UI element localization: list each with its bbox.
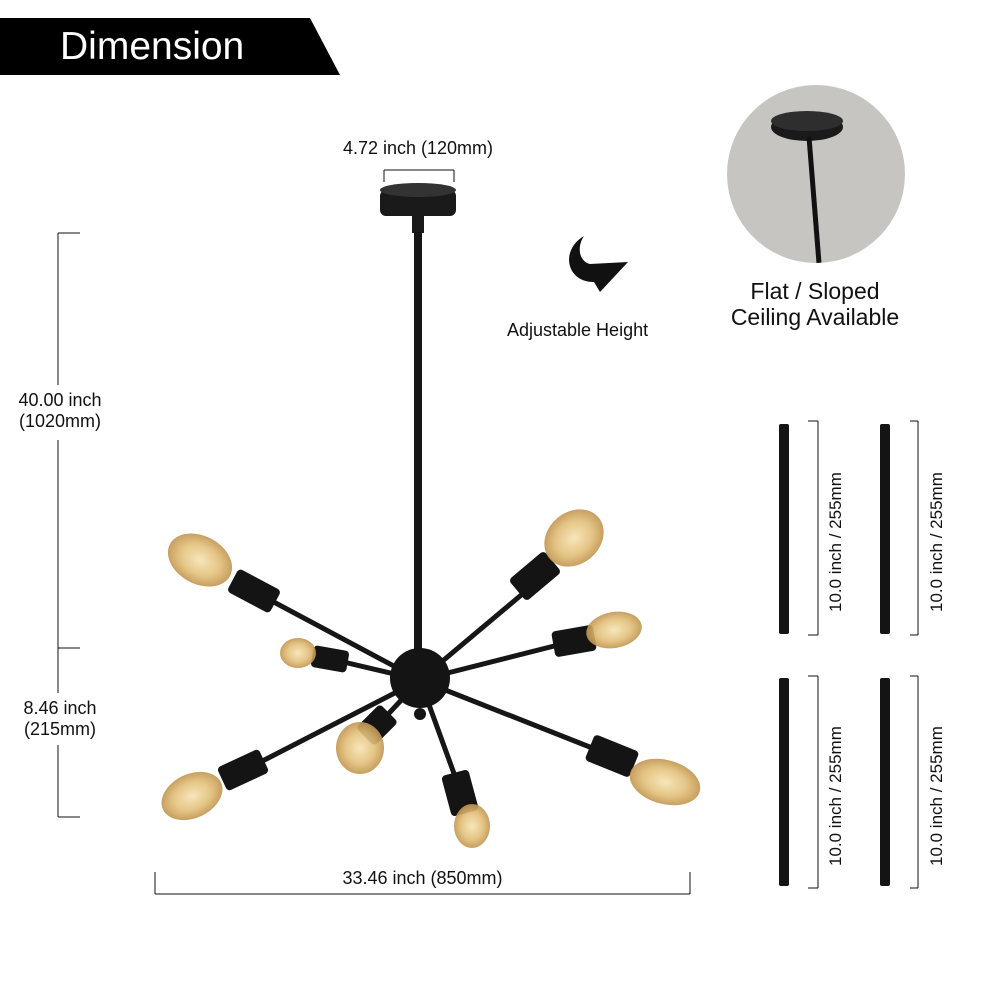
total-width-label: 33.46 inch (850mm) bbox=[342, 868, 503, 888]
body-height-value: 8.46 inch bbox=[23, 698, 97, 718]
page-title: Dimension bbox=[60, 25, 245, 68]
rod-label-2: 10.0 inch / 255mm bbox=[927, 472, 946, 612]
center-hub bbox=[390, 648, 450, 708]
total-height-label: 40.00 inch (1020mm) bbox=[0, 390, 120, 432]
extension-rod bbox=[779, 424, 789, 634]
dimension-brackets bbox=[57, 169, 919, 895]
total-height-mm: (1020mm) bbox=[18, 411, 102, 431]
bulb-2 bbox=[510, 509, 604, 600]
bulb-4 bbox=[280, 638, 350, 673]
bulb-6 bbox=[336, 705, 397, 774]
body-height-mm: (215mm) bbox=[23, 719, 96, 739]
total-height-value: 40.00 inch bbox=[18, 390, 102, 410]
curved-arrow-icon bbox=[569, 236, 628, 292]
bulb-1 bbox=[167, 533, 280, 613]
sloped-ceiling-inset bbox=[727, 85, 905, 263]
down-rod bbox=[414, 232, 422, 657]
rod-label-3: 10.0 inch / 255mm bbox=[826, 726, 845, 866]
canopy bbox=[380, 183, 456, 233]
extension-rod bbox=[880, 678, 890, 886]
extension-rods bbox=[779, 424, 890, 886]
bulb-5 bbox=[161, 749, 269, 821]
rod-label-1: 10.0 inch / 255mm bbox=[826, 472, 845, 612]
bulb-3 bbox=[551, 611, 642, 657]
rod-label-4: 10.0 inch / 255mm bbox=[927, 726, 946, 866]
extension-rod bbox=[779, 678, 789, 886]
extension-rod bbox=[880, 424, 890, 634]
canopy-width-label: 4.72 inch (120mm) bbox=[342, 138, 494, 158]
ceiling-line-1: Flat / Sloped bbox=[750, 278, 880, 304]
title-banner bbox=[0, 18, 340, 75]
bulb-7 bbox=[441, 769, 490, 848]
adjustable-height-label: Adjustable Height bbox=[507, 320, 649, 340]
body-height-label: 8.46 inch (215mm) bbox=[0, 698, 120, 740]
bulb-8 bbox=[585, 735, 701, 806]
ceiling-note: Flat / Sloped Ceiling Available bbox=[700, 278, 930, 330]
ceiling-line-2: Ceiling Available bbox=[730, 304, 900, 330]
